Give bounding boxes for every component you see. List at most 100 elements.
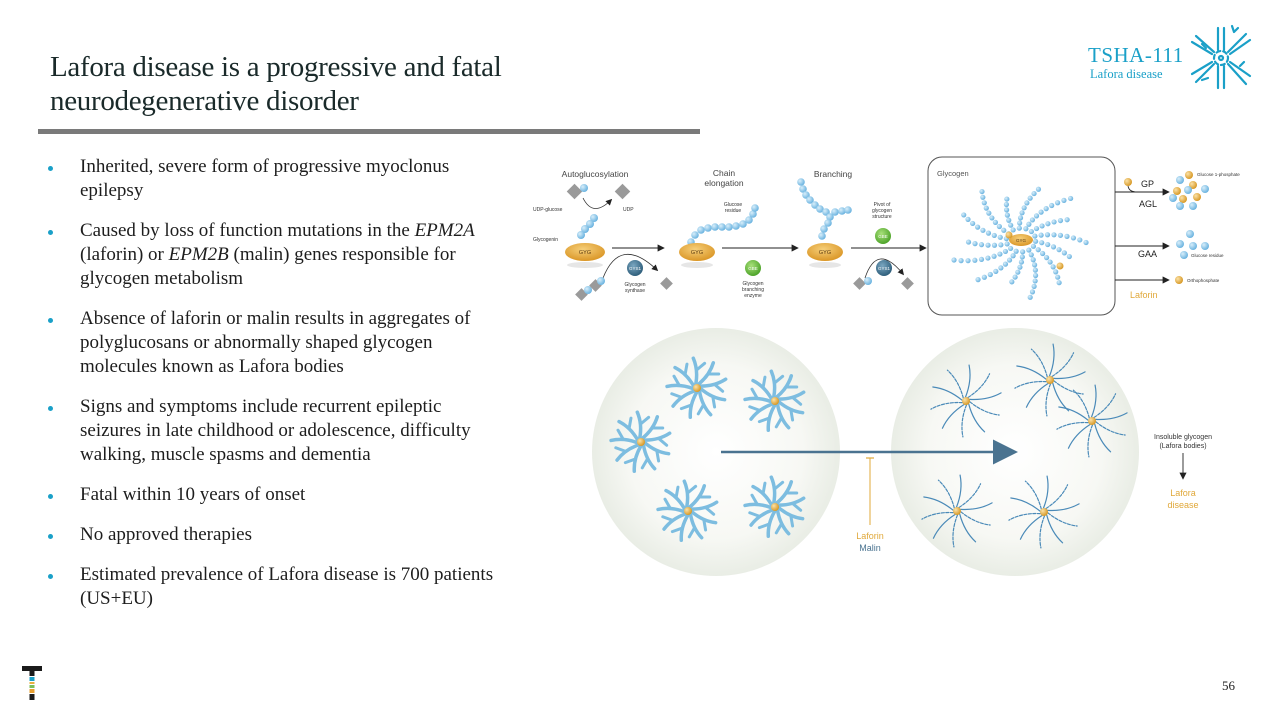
glucose-unit xyxy=(1002,248,1009,255)
label-lafora-bodies: (Lafora bodies) xyxy=(1159,443,1206,450)
glucose-unit xyxy=(1019,210,1025,216)
glucose-unit xyxy=(1001,227,1007,233)
page-number: 56 xyxy=(1222,678,1235,693)
glucose-unit xyxy=(1064,233,1070,239)
glycogen-particle xyxy=(1056,384,1128,458)
enzyme-agl: AGL xyxy=(1139,199,1157,209)
glucose-unit xyxy=(1004,207,1010,213)
outcome-disease: disease xyxy=(1167,500,1198,510)
gyg-label-2: GYG xyxy=(691,250,703,256)
udp-glucose-diamond-4 xyxy=(853,277,866,290)
orthophosphate-unit xyxy=(1175,276,1183,284)
glucose-unit xyxy=(1006,217,1012,223)
branched-glucose-chain xyxy=(797,178,852,240)
slide-title: Lafora disease is a progressive and fata… xyxy=(50,51,502,117)
glucose-unit xyxy=(1023,226,1029,232)
bullet-item: No approved therapies xyxy=(48,523,498,547)
taysha-t-logo-icon xyxy=(22,666,42,700)
bullet-item: Inherited, severe form of progressive my… xyxy=(48,155,498,203)
gys1-arc-arrow-2 xyxy=(864,258,905,279)
glucose-unit xyxy=(1030,243,1037,249)
phosphate-unit xyxy=(1124,178,1132,186)
product-glucose-1-phosphate: Glucose 1-phosphate xyxy=(1197,172,1240,177)
glucose-unit xyxy=(1008,222,1014,228)
glucose-unit xyxy=(972,257,978,263)
glucose-unit xyxy=(975,277,981,283)
glycogen-particle xyxy=(609,410,672,473)
glucose-unit xyxy=(961,212,967,218)
glucose-unit xyxy=(1004,241,1010,247)
glucose-unit xyxy=(1020,249,1026,255)
shadow xyxy=(681,262,713,268)
gyg-enzyme-2 xyxy=(679,243,715,261)
key-facts-list: Inherited, severe form of progressive my… xyxy=(48,155,498,627)
gys1-label-2: GYS1 xyxy=(878,266,891,271)
glucose-unit xyxy=(580,184,588,192)
glucose-unit xyxy=(972,241,978,247)
glycogen-particle xyxy=(921,474,993,548)
glycogenin-core xyxy=(693,384,701,392)
gbe-enzyme-1 xyxy=(745,260,761,276)
glucose-unit xyxy=(1056,247,1062,253)
glucose-unit xyxy=(1028,252,1034,258)
glucose-unit xyxy=(1083,239,1089,246)
udp-diamond-2 xyxy=(660,277,673,290)
udp-release-arrow xyxy=(582,197,613,209)
glucose-unit xyxy=(1032,278,1038,284)
glucose-unit xyxy=(826,213,834,221)
glucose-unit xyxy=(1068,195,1074,202)
glucose-unit xyxy=(745,216,753,224)
glucose-unit xyxy=(1043,206,1049,212)
bullet-text: Absence of laforin or malin results in a… xyxy=(80,308,471,377)
glucose-unit xyxy=(1061,250,1067,256)
glucose-unit xyxy=(951,257,957,263)
step-chain-elongation-2: elongation xyxy=(704,178,744,188)
step-chain-elongation: Chain xyxy=(713,168,735,178)
glucose-unit xyxy=(997,251,1003,257)
glucose-unit xyxy=(1021,205,1027,211)
glucose-unit xyxy=(1051,219,1057,225)
glucose-unit xyxy=(989,215,995,221)
glucose-unit xyxy=(1055,274,1061,280)
glucose-unit xyxy=(979,188,985,195)
enzyme-gp: GP xyxy=(1141,179,1154,189)
glucose-unit xyxy=(975,224,981,230)
bullet-text: (malin) genes responsible for glycogen m… xyxy=(80,244,456,289)
phosphate-unit xyxy=(1005,231,1013,239)
glucose-unit xyxy=(1028,228,1034,235)
outcome-lafora: Lafora xyxy=(1170,488,1196,498)
glucose-unit xyxy=(1057,217,1064,224)
glucose-unit xyxy=(1027,195,1033,201)
glucose-unit xyxy=(991,253,997,259)
bullet-dot-icon xyxy=(48,534,53,539)
udp-diamond-3 xyxy=(901,277,914,290)
glycogenin-core xyxy=(684,507,692,515)
glucose-unit xyxy=(1032,233,1038,239)
glucose-unit xyxy=(1038,232,1044,238)
glucose-unit xyxy=(978,242,985,248)
glucose-unit xyxy=(718,223,726,231)
glycogenin-core xyxy=(953,507,961,515)
glucose-unit xyxy=(1010,253,1016,259)
glucose-unit xyxy=(965,258,971,264)
glucose-unit xyxy=(1035,186,1042,192)
label-pivot: Pivot of xyxy=(874,202,891,208)
glucose-unit xyxy=(1043,255,1050,261)
bullet-dot-icon xyxy=(48,406,53,411)
glucose-unit xyxy=(820,225,828,233)
glucose-unit xyxy=(1030,257,1036,263)
glucose-unit xyxy=(1066,253,1072,260)
glucose-unit xyxy=(1027,294,1033,300)
glucose-unit xyxy=(1039,240,1045,246)
bullet-text: Inherited, severe form of progressive my… xyxy=(80,156,450,201)
label-branching-enzyme-2: branching xyxy=(742,287,764,293)
glucose-unit xyxy=(1017,264,1023,270)
abnormal-glycogen-particles xyxy=(921,343,1128,549)
glucose-unit xyxy=(1032,262,1038,268)
glycogenin-core xyxy=(637,438,645,446)
glucose-unit xyxy=(1019,254,1025,260)
glycogen-particle xyxy=(743,369,806,432)
glucose-unit xyxy=(1013,248,1019,254)
glucose-unit xyxy=(1012,274,1018,280)
label-glycogen-synthase-2: synthase xyxy=(625,288,645,294)
